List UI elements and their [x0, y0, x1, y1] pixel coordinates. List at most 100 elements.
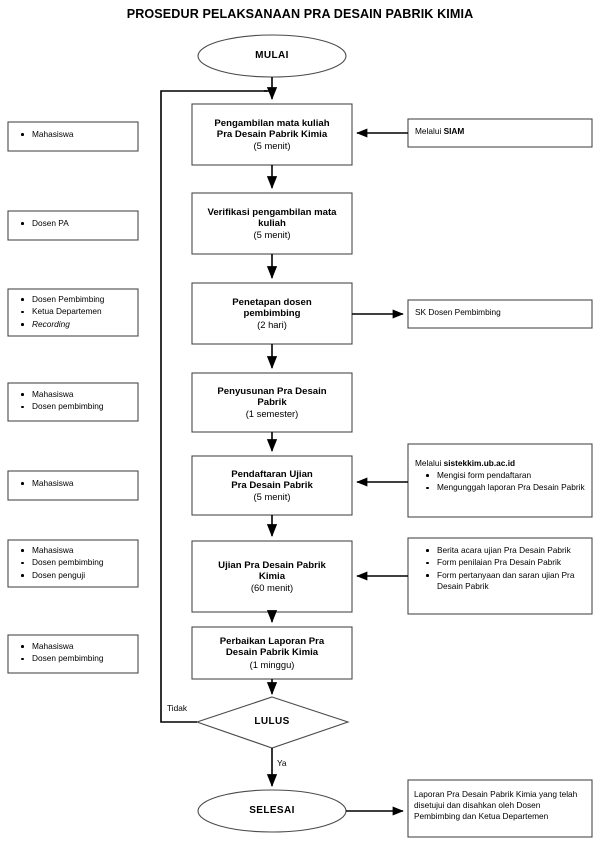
step-1-line1: Pengambilan mata kuliah	[214, 117, 330, 129]
step-1-shape	[191, 103, 353, 166]
step-1-duration: (5 menit)	[253, 140, 291, 152]
actors-5-shape	[7, 470, 139, 501]
side-sistekkim-shape	[407, 443, 593, 518]
step-1-line2: Pra Desain Pabrik Kimia	[216, 128, 328, 140]
list-item: Mahasiswa	[21, 545, 136, 556]
actors-4-items: Mahasiswa Dosen pembimbing	[10, 389, 136, 412]
step-3-shape	[191, 282, 353, 345]
list-item: Mengisi form pendaftaran	[426, 470, 587, 481]
list-item: Mahasiswa	[21, 389, 136, 400]
actors-2-list: Dosen PA	[10, 218, 136, 230]
side-sk-content: SK Dosen Pembimbing	[415, 307, 587, 319]
side-sistekkim-lead: Melalui sistekkim.ub.ac.id	[415, 458, 587, 469]
step-5-label: Pendaftaran Ujian Pra Desain Pabrik (5 m…	[194, 458, 350, 513]
step-5-line2: Pra Desain Pabrik	[231, 479, 313, 491]
step-4-line2: Pabrik	[257, 396, 287, 408]
actors-1-items: Mahasiswa	[10, 129, 136, 140]
side-sistekkim-lead-bold: sistekkim.ub.ac.id	[443, 458, 516, 468]
actors-7-items: Mahasiswa Dosen pembimbing	[10, 641, 136, 664]
actors-6-shape	[7, 539, 139, 588]
step-2-duration: (5 menit)	[253, 229, 291, 241]
step-2-line2: kuliah	[258, 217, 286, 229]
side-sistekkim-lead-plain: Melalui	[415, 458, 444, 468]
list-item: Form pertanyaan dan saran ujian Pra Desa…	[426, 570, 587, 592]
side-siam-lead-plain: Melalui	[415, 126, 444, 136]
side-sistekkim-content: Melalui sistekkim.ub.ac.id Mengisi form …	[415, 458, 587, 495]
side-siam-lead: Melalui SIAM	[415, 126, 587, 137]
actors-6-list: Mahasiswa Dosen pembimbing Dosen penguji	[10, 545, 136, 582]
actors-2-shape	[7, 210, 139, 241]
end-terminator-label: SELESAI	[249, 805, 295, 817]
step-4-label: Penyusunan Pra Desain Pabrik (1 semester…	[194, 375, 350, 430]
step-6-line1: Ujian Pra Desain Pabrik	[218, 559, 326, 571]
step-5-duration: (5 menit)	[253, 491, 291, 503]
side-siam-content: Melalui SIAM	[415, 126, 587, 138]
step-6-label: Ujian Pra Desain Pabrik Kimia (60 menit)	[194, 543, 350, 610]
actors-3-items: Dosen Pembimbing Ketua Departemen Record…	[10, 294, 136, 330]
step-1-label: Pengambilan mata kuliah Pra Desain Pabri…	[194, 106, 350, 163]
step-3-line2: pembimbing	[243, 307, 301, 319]
actors-1-list: Mahasiswa	[10, 129, 136, 141]
decision-yes-label: Ya	[277, 758, 287, 768]
step-4-line1: Penyusunan Pra Desain	[217, 385, 327, 397]
list-item: Dosen pembimbing	[21, 653, 136, 664]
decision-no-label: Tidak	[167, 703, 187, 713]
step-7-duration: (1 minggu)	[249, 658, 295, 670]
list-item: Mengunggah laporan Pra Desain Pabrik	[426, 482, 587, 493]
step-3-duration: (2 hari)	[257, 319, 287, 331]
step-7-line1: Perbaikan Laporan Pra	[219, 636, 325, 648]
side-ujian-docs-items: Berita acara ujian Pra Desain Pabrik For…	[415, 545, 587, 592]
list-item: Dosen PA	[21, 218, 136, 229]
list-item: Mahasiswa	[21, 129, 136, 140]
side-ujian-docs-shape	[407, 537, 593, 615]
list-item: Form penilaian Pra Desain Pabrik	[426, 557, 587, 568]
actors-6-items: Mahasiswa Dosen pembimbing Dosen penguji	[10, 545, 136, 581]
step-6-duration: (60 menit)	[250, 582, 294, 594]
side-sk-lead: SK Dosen Pembimbing	[415, 307, 501, 317]
step-2-shape	[191, 192, 353, 255]
side-ujian-docs-content: Berita acara ujian Pra Desain Pabrik For…	[415, 545, 587, 593]
list-item: Recording	[21, 319, 136, 330]
side-siam-shape	[407, 118, 593, 148]
step-7-line2: Desain Pabrik Kimia	[225, 647, 319, 659]
step-4-duration: (1 semester)	[245, 408, 299, 420]
step-3-line1: Penetapan dosen	[232, 296, 312, 308]
actors-7-shape	[7, 634, 139, 674]
list-item: Dosen pembimbing	[21, 557, 136, 568]
page-title: PROSEDUR PELAKSANAAN PRA DESAIN PABRIK K…	[126, 7, 474, 21]
step-6-line2: Kimia	[258, 570, 286, 582]
actors-7-list: Mahasiswa Dosen pembimbing	[10, 641, 136, 666]
side-laporan-akhir-lead: Laporan Pra Desain Pabrik Kimia yang tel…	[414, 789, 578, 821]
list-item: Mahasiswa	[21, 478, 136, 489]
list-item: Dosen Pembimbing	[21, 294, 136, 305]
step-4-shape	[191, 372, 353, 433]
connector-decision-no-loop	[160, 90, 267, 723]
actors-3-shape	[7, 288, 139, 337]
actors-1-shape	[7, 121, 139, 152]
step-5-shape	[191, 455, 353, 516]
start-terminator-label: MULAI	[255, 50, 289, 62]
side-sistekkim-items: Mengisi form pendaftaran Mengunggah lapo…	[415, 470, 587, 493]
actors-5-list: Mahasiswa	[10, 478, 136, 490]
side-siam-lead-bold: SIAM	[443, 126, 465, 136]
decision-label: LULUS	[254, 716, 290, 728]
actors-3-list: Dosen Pembimbing Ketua Departemen Record…	[10, 294, 136, 331]
step-2-label: Verifikasi pengambilan mata kuliah (5 me…	[194, 195, 350, 252]
actors-4-list: Mahasiswa Dosen pembimbing	[10, 389, 136, 414]
list-item: Mahasiswa	[21, 641, 136, 652]
list-item: Ketua Departemen	[21, 306, 136, 317]
step-2-line1: Verifikasi pengambilan mata	[207, 206, 337, 218]
list-item: Berita acara ujian Pra Desain Pabrik	[426, 545, 587, 556]
actors-2-items: Dosen PA	[10, 218, 136, 229]
actors-4-shape	[7, 382, 139, 422]
side-laporan-akhir-content: Laporan Pra Desain Pabrik Kimia yang tel…	[414, 789, 588, 823]
step-7-label: Perbaikan Laporan Pra Desain Pabrik Kimi…	[194, 629, 350, 677]
side-laporan-akhir-shape	[407, 779, 593, 838]
side-sk-shape	[407, 299, 593, 329]
list-item: Dosen pembimbing	[21, 401, 136, 412]
actors-5-items: Mahasiswa	[10, 478, 136, 489]
step-5-line1: Pendaftaran Ujian	[231, 468, 313, 480]
step-3-label: Penetapan dosen pembimbing (2 hari)	[194, 285, 350, 342]
